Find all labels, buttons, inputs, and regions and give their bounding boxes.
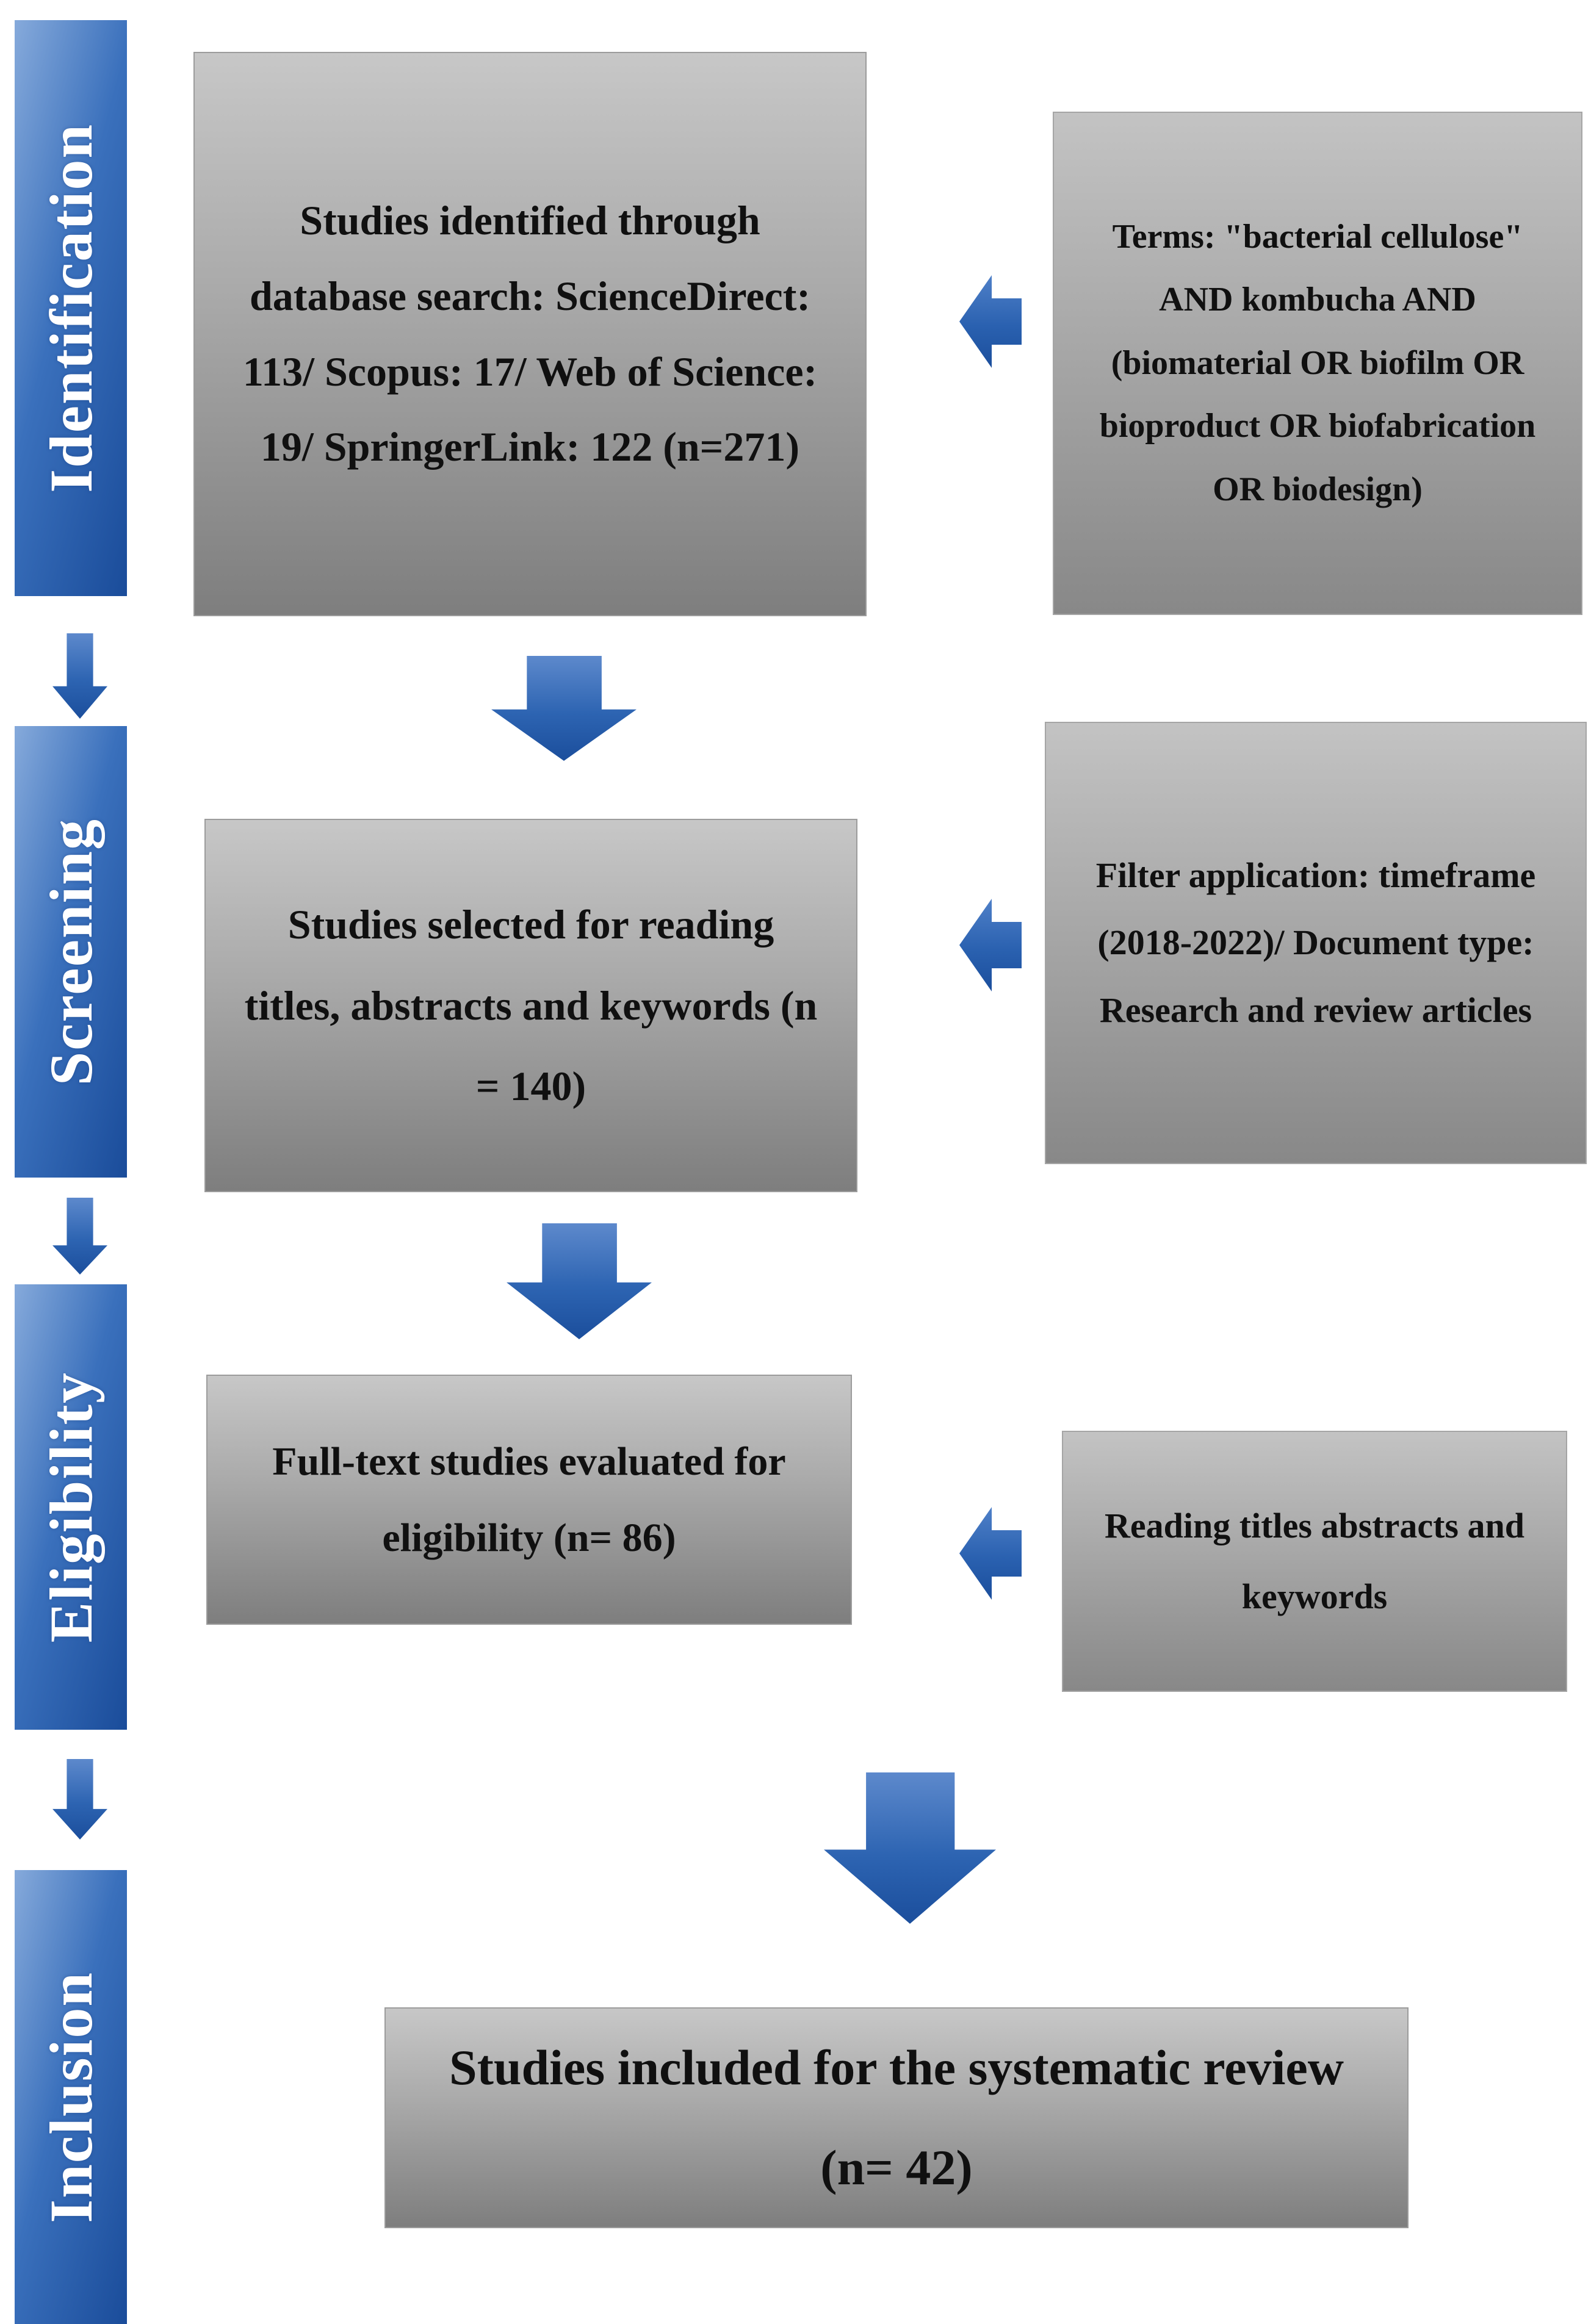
down-arrow-icon bbox=[52, 1759, 107, 1840]
flow-box-studies-selected: Studies selected for reading titles, abs… bbox=[204, 819, 857, 1192]
flow-box-fulltext-evaluated-text: Full-text studies evaluated for eligibil… bbox=[272, 1439, 786, 1560]
side-box-search-terms-text: Terms: "bacterial cellulose" AND kombuch… bbox=[1099, 217, 1536, 508]
down-arrow-icon bbox=[824, 1772, 996, 1924]
stage-label-eligibility: Eligibility bbox=[37, 1371, 105, 1643]
stage-bar-inclusion: Inclusion bbox=[15, 1870, 127, 2324]
flow-box-studies-included-text: Studies included for the systematic revi… bbox=[449, 2040, 1344, 2195]
side-box-filter-application-text: Filter application: timeframe (2018-2022… bbox=[1095, 855, 1536, 1030]
down-arrow-icon bbox=[491, 656, 637, 761]
side-box-search-terms: Terms: "bacterial cellulose" AND kombuch… bbox=[1053, 112, 1582, 615]
flow-box-studies-identified: Studies identified through database sear… bbox=[193, 52, 867, 616]
left-arrow-icon bbox=[959, 275, 1022, 368]
stage-bar-screening: Screening bbox=[15, 726, 127, 1178]
stage-label-identification: Identification bbox=[37, 123, 105, 493]
down-arrow-icon bbox=[52, 633, 107, 719]
stage-label-inclusion: Inclusion bbox=[37, 1971, 105, 2223]
flow-box-studies-included: Studies included for the systematic revi… bbox=[384, 2007, 1409, 2228]
side-box-reading-titles-text: Reading titles abstracts and keywords bbox=[1105, 1506, 1524, 1616]
down-arrow-icon bbox=[507, 1223, 652, 1339]
flow-box-studies-selected-text: Studies selected for reading titles, abs… bbox=[244, 901, 818, 1110]
stage-bar-identification: Identification bbox=[15, 20, 127, 596]
side-box-reading-titles: Reading titles abstracts and keywords bbox=[1062, 1431, 1567, 1692]
left-arrow-icon bbox=[959, 1507, 1022, 1600]
stage-bar-eligibility: Eligibility bbox=[15, 1284, 127, 1730]
down-arrow-icon bbox=[52, 1198, 107, 1275]
side-box-filter-application: Filter application: timeframe (2018-2022… bbox=[1045, 722, 1587, 1164]
stage-label-screening: Screening bbox=[37, 818, 105, 1086]
left-arrow-icon bbox=[959, 899, 1022, 991]
flow-box-studies-identified-text: Studies identified through database sear… bbox=[242, 197, 818, 470]
flow-box-fulltext-evaluated: Full-text studies evaluated for eligibil… bbox=[206, 1375, 852, 1625]
